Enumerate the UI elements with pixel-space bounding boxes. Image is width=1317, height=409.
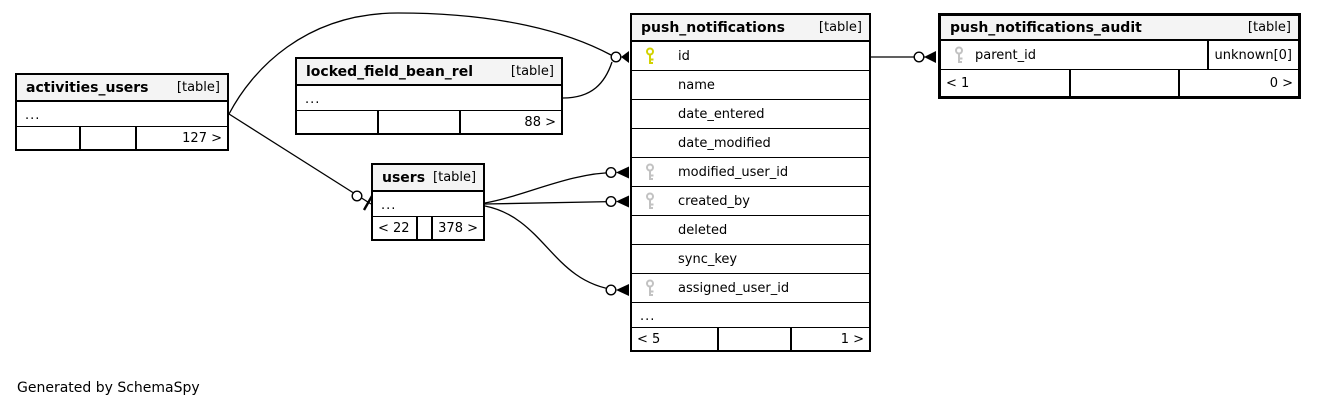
column-row-created_by: created_by [632, 187, 869, 216]
footer-parents-count [17, 127, 79, 149]
footer-parents-count: < 5 [637, 331, 661, 347]
edge-locked-to-push-id [562, 61, 613, 99]
table-header: push_notifications [table] [632, 15, 869, 42]
table-type-label: [table] [176, 80, 220, 95]
one-tick-marker [362, 195, 374, 211]
footer-children-count: 1 > [790, 328, 869, 350]
crow-foot-marker [924, 51, 936, 63]
column-row-name: name [632, 71, 869, 100]
column-row-sync_key: sync_key [632, 245, 869, 274]
table-push_notifications_audit[interactable]: push_notifications_audit [table] parent_… [938, 13, 1301, 99]
column-name: date_entered [678, 106, 765, 122]
table-name: users [382, 169, 426, 186]
column-name: modified_user_id [678, 164, 789, 180]
zero-circle-marker [610, 51, 622, 63]
footer-children-count: 88 > [459, 111, 561, 133]
column-name: assigned_user_id [678, 280, 790, 296]
column-name: sync_key [678, 251, 738, 267]
zero-circle-marker [351, 190, 363, 202]
table-footer: < 22 378 > [373, 217, 483, 239]
table-footer: 127 > [17, 127, 227, 149]
edge-activities-to-push-id [228, 12, 612, 115]
table-name: push_notifications [641, 19, 785, 36]
edge-activities-to-users [228, 113, 372, 205]
table-footer: < 1 0 > [941, 70, 1298, 96]
table-name: locked_field_bean_rel [306, 63, 473, 80]
column-name: deleted [678, 222, 728, 238]
footer-mid-cell [415, 217, 432, 239]
table-push_notifications[interactable]: push_notifications [table] id name date_… [630, 13, 871, 352]
zero-circle-marker [605, 166, 617, 178]
foreign-key-icon [953, 46, 965, 65]
table-name: push_notifications_audit [950, 19, 1142, 36]
generator-caption: Generated by SchemaSpy [17, 380, 200, 396]
column-row-id: id [632, 42, 869, 71]
column-row-date_entered: date_entered [632, 100, 869, 129]
column-type-note: unknown[0] [1206, 41, 1299, 69]
columns-ellipsis: ... [632, 303, 869, 328]
zero-circle-marker [605, 284, 617, 296]
column-name: parent_id [975, 47, 1036, 63]
table-header: push_notifications_audit [table] [941, 16, 1298, 41]
columns-ellipsis: ... [17, 102, 227, 127]
columns-ellipsis: ... [297, 86, 561, 111]
column-row-parent_id: parent_id unknown[0] [941, 41, 1298, 70]
table-type-label: [table] [510, 64, 554, 79]
footer-parents-count: < 1 [946, 75, 970, 91]
crow-foot-marker [616, 195, 629, 208]
table-header: users [table] [373, 165, 483, 192]
zero-circle-marker [605, 195, 617, 207]
crow-foot-marker [616, 284, 629, 296]
footer-mid-cell [1069, 70, 1178, 96]
footer-mid-cell [377, 111, 459, 133]
footer-mid-cell [79, 127, 135, 149]
footer-children-count: 127 > [135, 127, 227, 149]
footer-parents-count: < 22 [378, 220, 410, 236]
foreign-key-icon [644, 279, 656, 298]
table-type-label: [table] [1247, 20, 1291, 35]
column-name: name [678, 77, 715, 93]
footer-parents-count [297, 111, 377, 133]
table-type-label: [table] [818, 20, 862, 35]
column-row-date_modified: date_modified [632, 129, 869, 158]
column-name: created_by [678, 193, 750, 209]
crow-foot-marker [616, 166, 629, 179]
footer-mid-cell [717, 328, 790, 350]
table-name: activities_users [26, 79, 149, 96]
edge-users-to-assigned-user-id [484, 205, 617, 291]
column-name: id [678, 48, 690, 64]
column-name: date_modified [678, 135, 771, 151]
foreign-key-icon [644, 163, 656, 182]
foreign-key-icon [644, 192, 656, 211]
column-row-modified_user_id: modified_user_id [632, 158, 869, 187]
column-row-assigned_user_id: assigned_user_id [632, 274, 869, 303]
footer-children-count: 378 > [431, 217, 483, 239]
zero-circle-marker [913, 51, 925, 63]
edge-users-to-modified-user-id [484, 171, 617, 204]
column-row-deleted: deleted [632, 216, 869, 245]
table-header: locked_field_bean_rel [table] [297, 59, 561, 86]
columns-ellipsis: ... [373, 192, 483, 217]
primary-key-icon [644, 47, 656, 66]
table-locked_field_bean_rel[interactable]: locked_field_bean_rel [table] ... 88 > [295, 57, 563, 135]
crow-foot-marker [621, 51, 629, 63]
table-header: activities_users [table] [17, 75, 227, 102]
table-activities_users[interactable]: activities_users [table] ... 127 > [15, 73, 229, 151]
table-footer: < 5 1 > [632, 328, 869, 350]
footer-children-count: 0 > [1178, 70, 1298, 96]
edge-users-to-created-by [484, 200, 617, 205]
table-footer: 88 > [297, 111, 561, 133]
table-users[interactable]: users [table] ... < 22 378 > [371, 163, 485, 241]
table-type-label: [table] [433, 170, 477, 185]
